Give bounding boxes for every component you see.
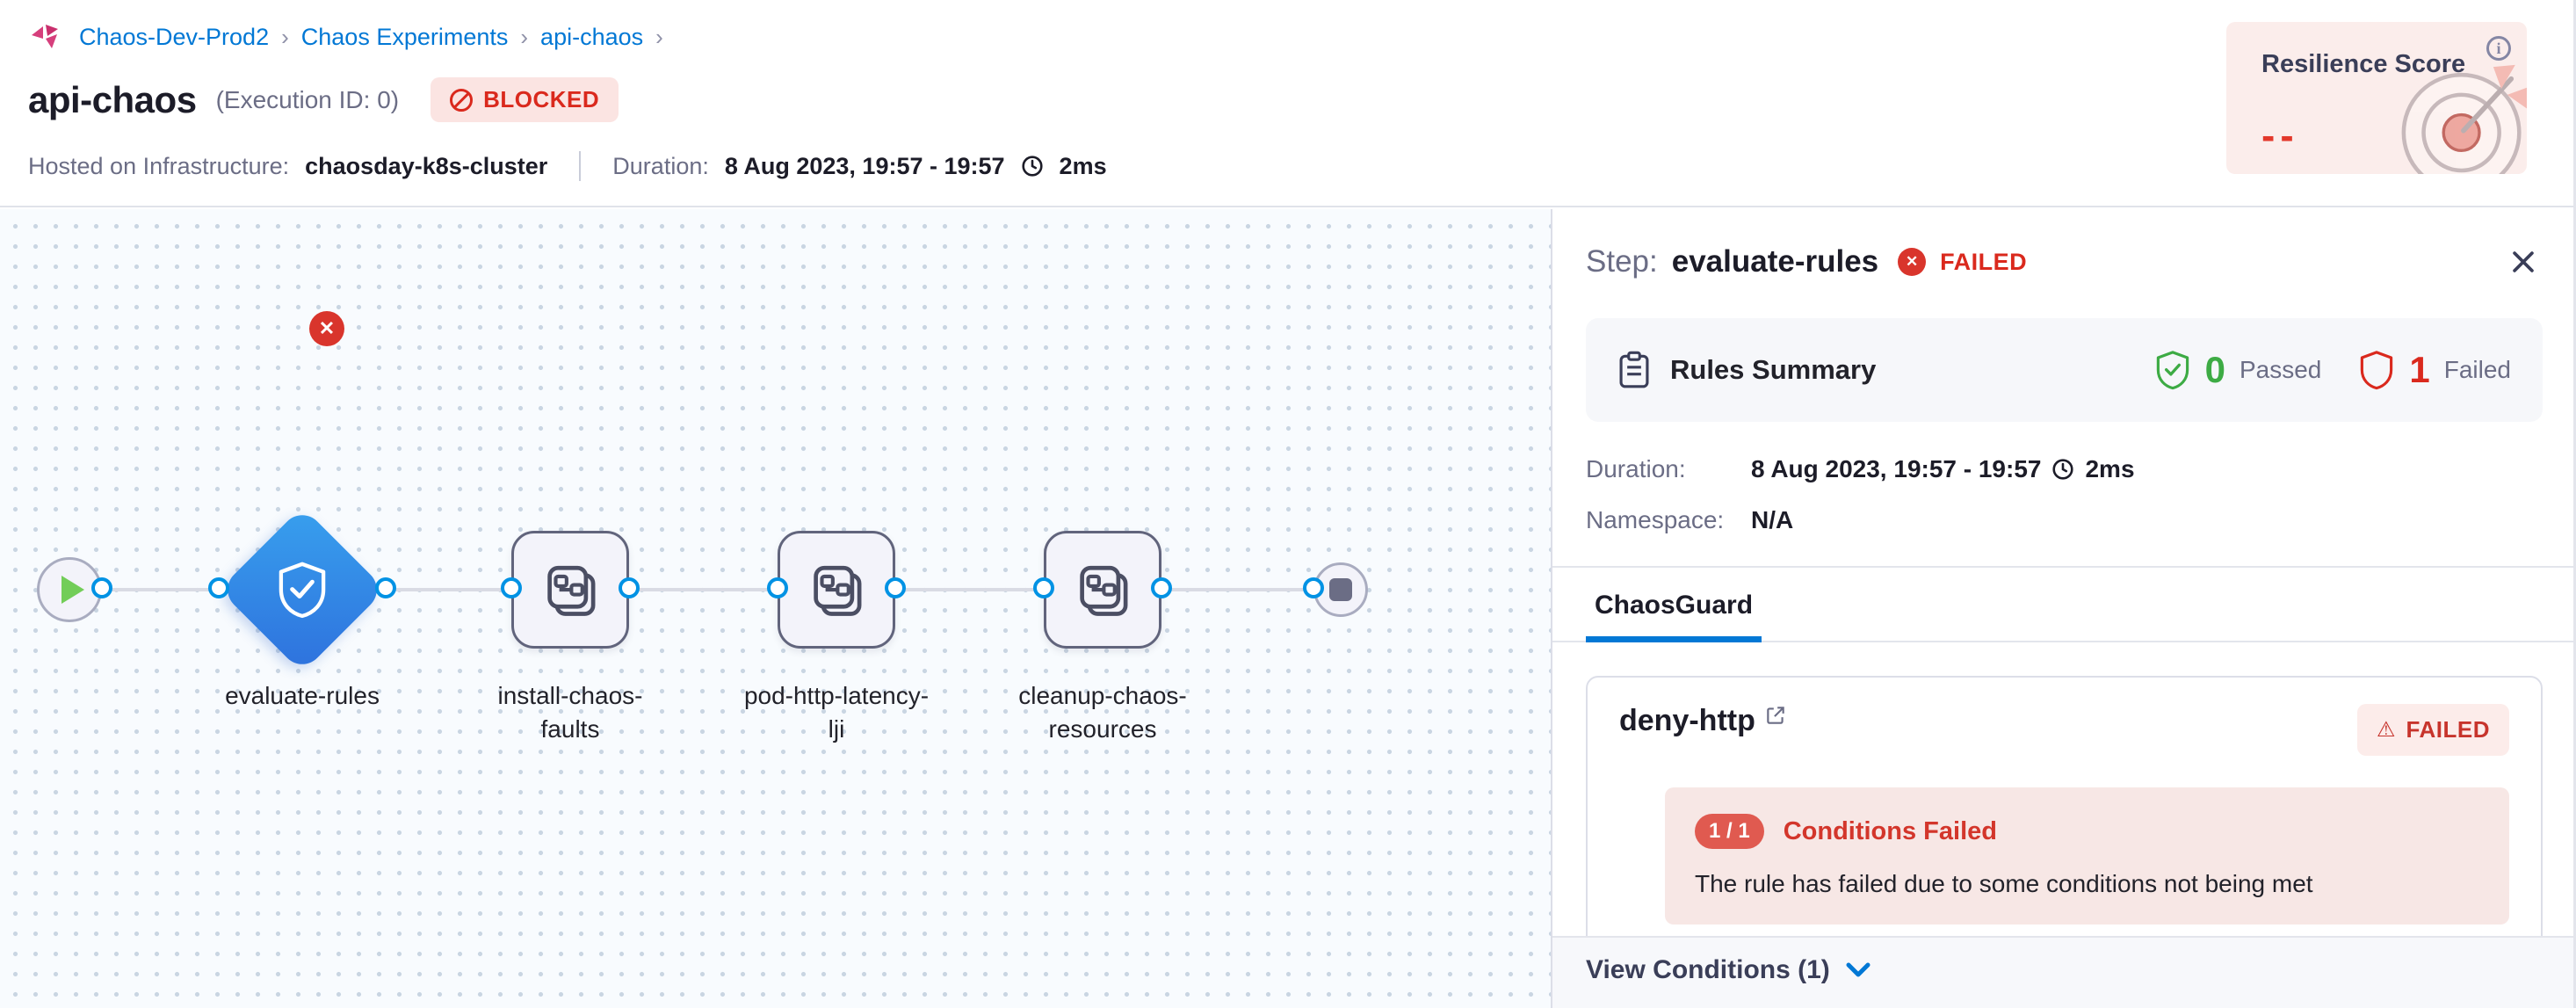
node-pod-http-latency[interactable] bbox=[778, 531, 895, 649]
duration-value: 8 Aug 2023, 19:57 - 19:57 bbox=[1751, 455, 2042, 482]
breadcrumb-separator: › bbox=[655, 23, 663, 50]
page-header: Chaos-Dev-Prod2 › Chaos Experiments › ap… bbox=[0, 0, 2573, 207]
step-name: evaluate-rules bbox=[1671, 244, 1879, 279]
resilience-score-value: -- bbox=[2261, 112, 2299, 158]
port bbox=[91, 577, 112, 598]
external-link-icon bbox=[1767, 707, 1784, 724]
clock-icon bbox=[2052, 459, 2074, 480]
status-badge: BLOCKED bbox=[431, 77, 619, 122]
rules-summary-title: Rules Summary bbox=[1670, 354, 1877, 385]
pipeline-canvas[interactable]: ✕ bbox=[0, 209, 1552, 1008]
rules-summary-card: Rules Summary 0 Passed 1 Failed bbox=[1586, 318, 2543, 422]
port bbox=[885, 577, 906, 598]
resilience-score-title: Resilience Score bbox=[2261, 50, 2466, 78]
experiment-meta: Hosted on Infrastructure: chaosday-k8s-c… bbox=[28, 151, 1107, 181]
passed-label: Passed bbox=[2239, 356, 2322, 383]
breadcrumb-link-experiments[interactable]: Chaos Experiments bbox=[300, 23, 509, 50]
port bbox=[1033, 577, 1054, 598]
conditions-failed-title: Conditions Failed bbox=[1783, 816, 1997, 845]
node-label: pod-http-latency- lji bbox=[743, 682, 930, 743]
infra-value: chaosday-k8s-cluster bbox=[305, 152, 548, 179]
step-status: FAILED bbox=[1940, 248, 2028, 275]
close-icon bbox=[2513, 251, 2534, 272]
rule-name-link[interactable]: deny-http bbox=[1619, 704, 1787, 738]
port bbox=[1303, 577, 1324, 598]
status-badge-label: BLOCKED bbox=[483, 86, 600, 112]
resilience-score-card: Resilience Score -- i bbox=[2226, 22, 2527, 174]
target-icon bbox=[2401, 64, 2527, 174]
node-failed-badge-icon: ✕ bbox=[309, 311, 344, 346]
step-header: Step: evaluate-rules ✕ FAILED bbox=[1586, 243, 2543, 281]
execution-id: (Execution ID: 0) bbox=[215, 85, 400, 113]
close-panel-button[interactable] bbox=[2504, 243, 2543, 281]
conditions-failed-message: The rule has failed due to some conditio… bbox=[1695, 870, 2313, 897]
port bbox=[501, 577, 522, 598]
node-label: evaluate-rules bbox=[225, 682, 380, 709]
node-cleanup-chaos-resources[interactable] bbox=[1044, 531, 1161, 649]
breadcrumb-separator: › bbox=[520, 23, 529, 50]
port bbox=[208, 577, 229, 598]
step-label: Step: bbox=[1586, 244, 1658, 279]
duration-value: 8 Aug 2023, 19:57 - 19:57 bbox=[724, 152, 1005, 179]
page-title: api-chaos bbox=[28, 78, 197, 120]
view-conditions-label: View Conditions (1) bbox=[1586, 955, 1830, 984]
chaos-logo-icon bbox=[32, 25, 58, 48]
duration-label: Duration: bbox=[612, 152, 709, 179]
start-node[interactable] bbox=[37, 557, 102, 622]
shield-failed-icon bbox=[2361, 351, 2393, 390]
breadcrumb: Chaos-Dev-Prod2 › Chaos Experiments › ap… bbox=[28, 19, 663, 54]
node-label: cleanup-chaos- resources bbox=[1018, 682, 1187, 743]
shield-passed-icon bbox=[2156, 351, 2189, 390]
rule-status-badge: ⚠ FAILED bbox=[2357, 704, 2509, 756]
fault-step-icon bbox=[1080, 565, 1128, 616]
play-icon bbox=[62, 576, 84, 604]
duration-ms: 2ms bbox=[2085, 455, 2135, 482]
node-evaluate-rules[interactable] bbox=[219, 506, 386, 673]
step-details-panel: Step: evaluate-rules ✕ FAILED Rules Su bbox=[1551, 209, 2573, 1008]
breadcrumb-link-project[interactable]: Chaos-Dev-Prod2 bbox=[79, 23, 270, 50]
failed-label: Failed bbox=[2443, 356, 2511, 383]
shield-check-icon bbox=[279, 562, 326, 619]
blocked-icon bbox=[450, 88, 474, 112]
breadcrumb-separator: › bbox=[281, 23, 289, 50]
duration-ms: 2ms bbox=[1059, 152, 1107, 179]
fault-step-icon bbox=[814, 565, 862, 616]
breadcrumb-link-experiment[interactable]: api-chaos bbox=[540, 23, 644, 50]
port bbox=[1151, 577, 1172, 598]
infra-label: Hosted on Infrastructure: bbox=[28, 152, 290, 179]
namespace-row: Namespace: N/A bbox=[1586, 506, 2543, 534]
conditions-failed-alert: 1 / 1 Conditions Failed The rule has fai… bbox=[1665, 787, 2509, 925]
divider bbox=[579, 151, 582, 181]
tab-chaosguard[interactable]: ChaosGuard bbox=[1586, 568, 1762, 642]
port bbox=[767, 577, 788, 598]
namespace-value: N/A bbox=[1751, 506, 1794, 533]
node-label: install-chaos- faults bbox=[497, 682, 643, 743]
panel-tabs: ChaosGuard bbox=[1552, 566, 2573, 642]
rule-card-deny-http: deny-http ⚠ FAILED 1 / 1 Conditio bbox=[1586, 676, 2543, 960]
clipboard-icon bbox=[1619, 351, 1649, 388]
warning-icon: ⚠ bbox=[2377, 718, 2396, 742]
rule-status-label: FAILED bbox=[2406, 716, 2490, 743]
stop-icon bbox=[1329, 578, 1352, 601]
failed-x-icon: ✕ bbox=[1898, 248, 1927, 276]
conditions-ratio-badge: 1 / 1 bbox=[1695, 814, 1764, 849]
clock-icon bbox=[1021, 156, 1043, 177]
port bbox=[619, 577, 640, 598]
fault-step-icon bbox=[547, 565, 596, 616]
duration-row: Duration: 8 Aug 2023, 19:57 - 19:57 2ms bbox=[1586, 455, 2543, 483]
duration-label: Duration: bbox=[1586, 455, 1686, 482]
info-icon[interactable]: i bbox=[2486, 36, 2511, 61]
failed-count: 1 bbox=[2409, 349, 2430, 390]
namespace-label: Namespace: bbox=[1586, 506, 1725, 533]
node-install-chaos-faults[interactable] bbox=[511, 531, 629, 649]
port bbox=[375, 577, 396, 598]
title-row: api-chaos (Execution ID: 0) BLOCKED bbox=[28, 77, 619, 122]
pipeline-edge bbox=[69, 588, 1341, 591]
chevron-down-icon bbox=[1846, 962, 1870, 977]
passed-count: 0 bbox=[2204, 349, 2225, 390]
rule-name: deny-http bbox=[1619, 704, 1755, 737]
view-conditions-expander[interactable]: View Conditions (1) bbox=[1552, 936, 2573, 1008]
